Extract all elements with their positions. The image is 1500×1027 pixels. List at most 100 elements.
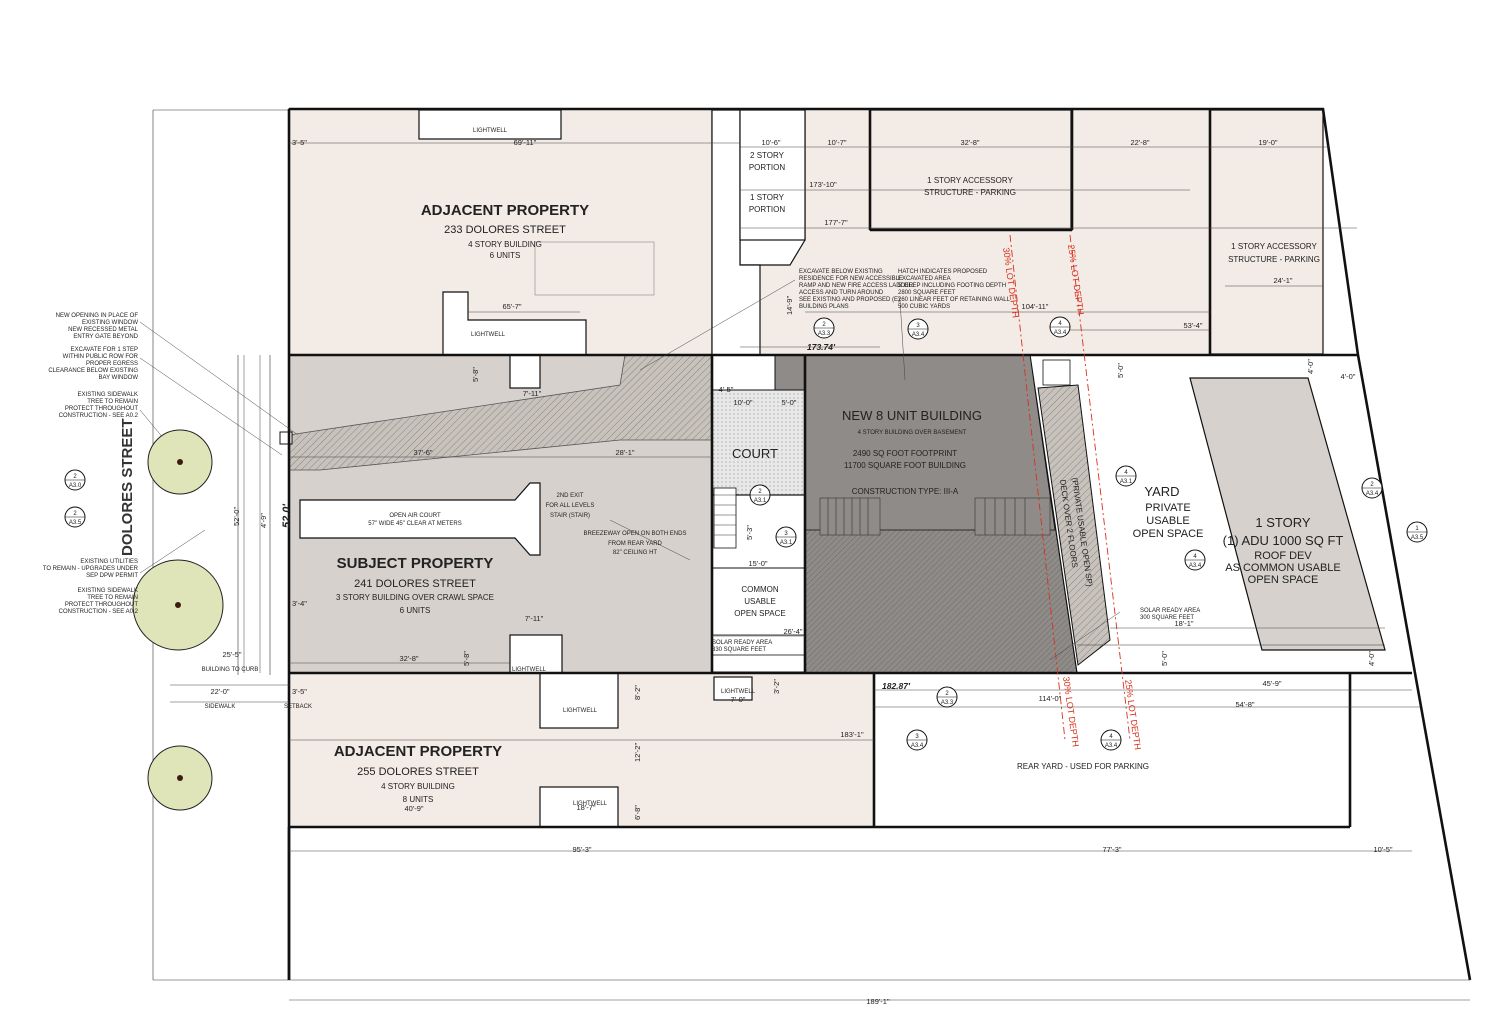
dim-label: 69'-11" (514, 138, 537, 147)
dim-label: 4'-9" (259, 513, 268, 528)
yard-label: OPEN SPACE (1133, 528, 1204, 540)
dim-label: 5'-3" (745, 525, 754, 540)
dim-label: 5'-8" (471, 367, 480, 382)
subject-lot-width: 52.0' (281, 504, 293, 528)
marker-sheet: A3.1 (754, 498, 767, 504)
dim-label: 10'-0" (733, 398, 752, 407)
note-line: CONSTRUCTION - SEE A0.2 (59, 609, 139, 615)
marker-sheet: A3.4 (1189, 563, 1202, 569)
dim-label: 28'-1" (615, 448, 634, 457)
marker-num: 2 (73, 474, 77, 480)
street-name: DOLORES STREET (119, 418, 136, 556)
dim-label: 19'-0" (1258, 138, 1277, 147)
note-line: PROPER EGRESS (86, 361, 138, 367)
adjacent-north-property (288, 108, 1324, 356)
note-line: RAMP AND NEW FIRE ACCESS LADDER (799, 283, 914, 289)
lot-depth-30-south: 30% LOT DEPTH (1061, 676, 1081, 748)
dim-label: 22'-0" (210, 687, 229, 696)
marker-sheet: A3.1 (1120, 479, 1133, 485)
one-story-label: PORTION (749, 205, 786, 214)
sidewalk-label: SIDEWALK (205, 704, 236, 710)
two-story-label: 2 STORY (750, 151, 785, 160)
dim-label: 10'-5" (1373, 845, 1392, 854)
marker-num: 2 (758, 489, 762, 495)
adu-roof: ROOF DEV (1254, 550, 1312, 562)
dim-label: 45'-9" (1262, 679, 1281, 688)
open-air-court: 57" WIDE 45" CLEAR AT METERS (368, 521, 461, 527)
note-line: NEW RECESSED METAL (68, 327, 139, 333)
adjacent-north-address: 233 DOLORES STREET (444, 224, 566, 236)
dim-label: 54'-8" (1235, 700, 1254, 709)
note-line: SEP DPW PERMIT (86, 573, 138, 579)
new-building-area: 11700 SQUARE FOOT BUILDING (844, 461, 966, 470)
court (711, 354, 806, 673)
new-8-unit-building (804, 354, 1078, 674)
solar-ready: 330 SQUARE FEET (712, 647, 766, 653)
dim-label: 10'-7" (827, 138, 846, 147)
breezeway: BREEZEWAY OPEN ON BOTH ENDS (584, 531, 687, 537)
adjacent-south-stories: 4 STORY BUILDING (381, 782, 455, 791)
lightwell-label: LIGHTWELL (721, 689, 756, 695)
section-marker: 2 A3.3 (936, 686, 958, 708)
lightwell-label: LIGHTWELL (573, 801, 608, 807)
note-line: 260 LINEAR FEET OF RETAINING WALL (898, 297, 1011, 303)
note-line: EXISTING UTILITIES (80, 559, 138, 565)
dim-label: 4'-0" (1367, 651, 1376, 666)
dim-label: 5'-8" (462, 651, 471, 666)
note-line: CONSTRUCTION - SEE A0.2 (59, 413, 139, 419)
marker-num: 4 (1124, 470, 1128, 476)
subject-property (279, 354, 713, 674)
adu-label: (1) ADU 1000 SQ FT (1223, 533, 1344, 548)
dim-label: 37'-6" (413, 448, 432, 457)
marker-num: 3 (916, 323, 920, 329)
dim-label: 32'-8" (399, 654, 418, 663)
adjacent-south-property (288, 672, 875, 828)
section-marker: 2 A3.3 (813, 317, 835, 339)
hatch-note: HATCH INDICATES PROPOSED EXCAVATED AREA … (898, 269, 1011, 310)
note-line: ENTRY GATE BEYOND (73, 334, 138, 340)
marker-sheet: A3.5 (69, 520, 82, 526)
section-marker: 4 A3.1 (1115, 465, 1137, 487)
marker-num: 3 (784, 531, 788, 537)
note-line: BUILDING PLANS (799, 304, 849, 310)
adjacent-south-title: ADJACENT PROPERTY (334, 743, 502, 760)
dim-label: 7'-11" (523, 389, 542, 398)
accessory-label: STRUCTURE - PARKING (1228, 255, 1320, 264)
note-line: EXCAVATE BELOW EXISTING (799, 269, 883, 275)
marker-sheet: A3.5 (1411, 535, 1424, 541)
marker-num: 3 (915, 734, 919, 740)
marker-num: 1 (1415, 526, 1419, 532)
marker-sheet: A3.4 (1054, 330, 1067, 336)
section-marker: 3 A3.4 (906, 729, 928, 751)
dim-label: 15'-0" (748, 559, 767, 568)
common-open-space: COMMON (741, 585, 779, 594)
section-marker: 4 A3.4 (1049, 316, 1071, 338)
dim-label: 4'-5" (719, 385, 734, 394)
second-exit: 2ND EXIT (556, 493, 583, 499)
accessory-label: 1 STORY ACCESSORY (1231, 242, 1317, 251)
lightwell-label: LIGHTWELL (563, 708, 598, 714)
dim-label: 3'-4" (292, 599, 307, 608)
dim-label: 3'-5" (292, 138, 307, 147)
yard-label: YARD (1144, 484, 1179, 499)
marker-num: 2 (73, 511, 77, 517)
dim-label: 12'-2" (633, 743, 642, 762)
dim-label: 65'-7" (502, 302, 521, 311)
marker-num: 4 (1193, 554, 1197, 560)
dim-label: 104'-11" (1022, 302, 1049, 311)
rear-yard-label: REAR YARD - USED FOR PARKING (1017, 762, 1149, 771)
subject-units: 6 UNITS (400, 606, 431, 615)
section-marker: 2 A3.0 (64, 469, 86, 491)
common-open-space: OPEN SPACE (734, 609, 785, 618)
dim-label: 32'-8" (960, 138, 979, 147)
marker-num: 2 (945, 691, 949, 697)
dim-label: 189'-1" (866, 997, 890, 1006)
court-label: COURT (732, 446, 778, 461)
dim-label: 53'-4" (1183, 321, 1202, 330)
marker-sheet: A3.1 (780, 540, 793, 546)
note-line: EXCAVATED AREA (898, 276, 951, 282)
two-story-label: PORTION (749, 163, 786, 172)
dim-label: 4'-0" (1341, 372, 1356, 381)
excavate-note: EXCAVATE BELOW EXISTING RESIDENCE FOR NE… (799, 269, 914, 310)
adu-building (1189, 377, 1386, 651)
